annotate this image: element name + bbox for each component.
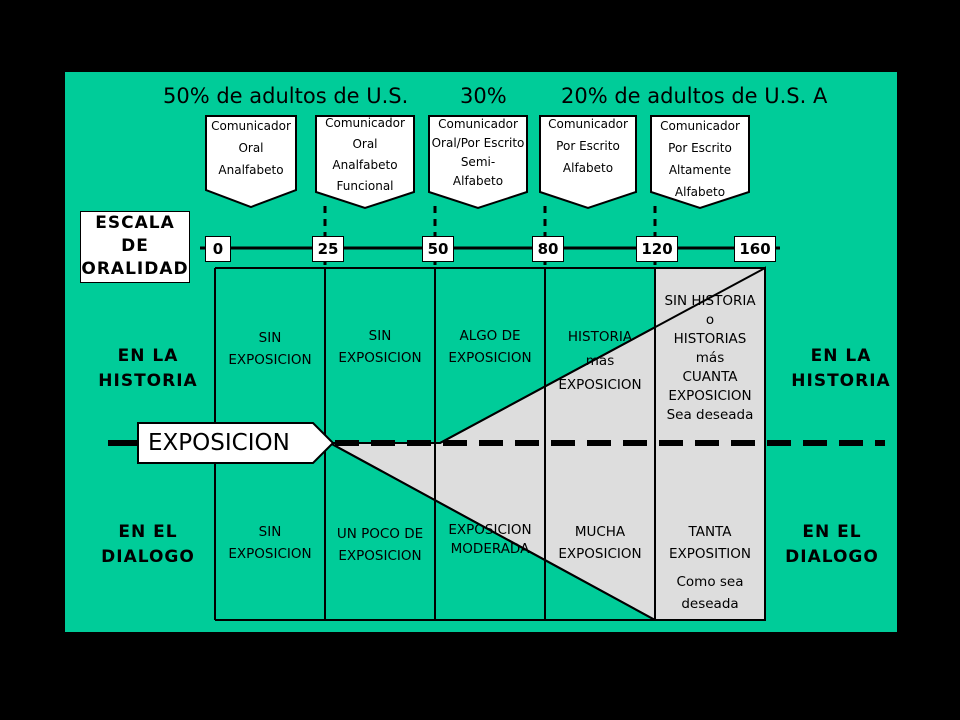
history-cell-line: ALGO DE xyxy=(459,328,521,344)
history-cell-line: SIN xyxy=(258,330,282,346)
history-label-line: EN LA xyxy=(810,346,872,366)
dialog-cell-3: EXPOSICION MODERADA xyxy=(435,521,545,559)
scale-tick-50: 50 xyxy=(422,236,454,262)
dialog-cell-4: MUCHA EXPOSICION xyxy=(545,521,655,565)
dialog-cell-line: MUCHA xyxy=(574,524,626,540)
exposure-label: EXPOSICION xyxy=(148,430,290,456)
communicator-2: Comunicador Oral Analfabeto Funcional xyxy=(315,113,415,197)
communicator-2-line: Comunicador xyxy=(325,116,405,130)
history-cell-line: HISTORIA xyxy=(567,329,633,345)
history-cell-2: SIN EXPOSICION xyxy=(325,325,435,369)
history-cell-3: ALGO DE EXPOSICION xyxy=(435,325,545,369)
history-cell-5: SIN HISTORIA o HISTORIAS más CUANTA EXPO… xyxy=(655,292,765,425)
communicator-3: Comunicador Oral/Por Escrito Semi- Alfab… xyxy=(428,115,528,191)
dialog-label-line: DIALOGO xyxy=(101,547,195,567)
dialog-cell-line: SIN xyxy=(258,524,282,540)
scale-tick-80: 80 xyxy=(532,236,564,262)
dialog-cell-line: EXPOSICION xyxy=(558,546,642,562)
history-cell-line: SIN xyxy=(368,328,392,344)
dialog-cell-2: UN POCO DE EXPOSICION xyxy=(325,523,435,567)
dialog-label-line: EN EL xyxy=(118,522,178,542)
dialog-label-right: EN EL DIALOGO xyxy=(774,520,890,570)
communicator-2-line: Analfabeto xyxy=(332,158,398,172)
scale-title-line: ESCALA xyxy=(95,213,175,233)
history-label-left: EN LA HISTORIA xyxy=(84,344,212,394)
communicator-5-line: Comunicador xyxy=(660,119,740,133)
history-cell-line: HISTORIAS xyxy=(673,331,747,347)
history-cell-line: SIN HISTORIA xyxy=(664,293,756,309)
dialog-cell-line: Como sea xyxy=(676,574,744,590)
history-cell-line: CUANTA xyxy=(682,369,738,385)
dialog-cell-5: TANTA EXPOSITION Como sea deseada xyxy=(655,521,765,615)
history-label-line: HISTORIA xyxy=(791,371,891,391)
communicator-4-line: Por Escrito xyxy=(556,139,620,153)
header-right: 20% de adultos de U.S. A xyxy=(561,84,828,108)
history-cell-line: EXPOSICION xyxy=(228,352,312,368)
dialog-cell-line: EXPOSICION xyxy=(228,546,312,562)
scale-title-line: DE xyxy=(121,236,149,256)
history-cell-4: HISTORIA más EXPOSICION xyxy=(545,325,655,397)
communicator-3-line: Comunicador xyxy=(438,117,518,131)
dialog-cell-line: EXPOSICION xyxy=(448,522,532,538)
history-cell-line: EXPOSICION xyxy=(668,388,752,404)
pentagon-3 xyxy=(428,115,528,210)
header-middle: 30% xyxy=(460,84,507,108)
history-cell-line: o xyxy=(705,312,715,328)
communicator-4-line: Alfabeto xyxy=(562,161,614,175)
communicator-3-line: Alfabeto xyxy=(452,174,504,188)
dialog-cell-line: UN POCO DE xyxy=(336,526,424,542)
dialog-label-line: DIALOGO xyxy=(785,547,879,567)
communicator-4: Comunicador Por Escrito Alfabeto xyxy=(538,113,638,179)
history-label-line: HISTORIA xyxy=(98,371,198,391)
scale-tick-120: 120 xyxy=(636,236,678,262)
scale-tick-160: 160 xyxy=(734,236,776,262)
history-cell-line: Sea deseada xyxy=(666,407,754,423)
history-cell-1: SIN EXPOSICION xyxy=(215,327,325,371)
communicator-4-line: Comunicador xyxy=(548,117,628,131)
history-cell-line: EXPOSICION xyxy=(338,350,422,366)
exposure-arrow-box xyxy=(137,422,335,464)
wedge-outline xyxy=(329,266,766,621)
dialog-cell-line: deseada xyxy=(681,596,739,612)
dialog-cell-1: SIN EXPOSICION xyxy=(215,521,325,565)
pentagon-5 xyxy=(650,115,750,210)
communicator-1-line: Analfabeto xyxy=(218,163,284,177)
communicator-2-line: Funcional xyxy=(336,179,394,193)
header-left: 50% de adultos de U.S. xyxy=(163,84,409,108)
communicator-5-line: Alfabeto xyxy=(674,185,726,199)
pentagon-4 xyxy=(539,115,637,210)
scale-title-line: ORALIDAD xyxy=(81,259,189,279)
pentagon-2 xyxy=(315,115,415,210)
scale-tick-0: 0 xyxy=(205,236,231,262)
history-cell-line: EXPOSICION xyxy=(558,377,642,393)
orality-scale-title: ESCALA DE ORALIDAD xyxy=(80,211,190,283)
communicator-1-line: Oral xyxy=(238,141,264,155)
pentagon-1 xyxy=(205,115,297,209)
communicator-5: Comunicador Por Escrito Altamente Alfabe… xyxy=(650,115,750,203)
dialog-cell-line: EXPOSITION xyxy=(668,546,752,562)
dialog-cell-line: TANTA xyxy=(688,524,732,540)
communicator-5-line: Altamente xyxy=(668,163,732,177)
history-cell-line: más xyxy=(585,353,615,369)
history-cell-line: más xyxy=(695,350,725,366)
communicator-1-line: Comunicador xyxy=(211,119,291,133)
communicator-3-line: Oral/Por Escrito xyxy=(431,136,525,150)
dialog-cell-line: MODERADA xyxy=(450,541,530,557)
communicator-2-line: Oral xyxy=(352,137,378,151)
dialog-label-line: EN EL xyxy=(802,522,862,542)
scale-tick-25: 25 xyxy=(312,236,344,262)
history-label-line: EN LA xyxy=(117,346,179,366)
communicator-1: Comunicador Oral Analfabeto xyxy=(201,115,301,181)
history-label-right: EN LA HISTORIA xyxy=(786,344,896,394)
history-cell-line: EXPOSICION xyxy=(448,350,532,366)
dialog-cell-line: EXPOSICION xyxy=(338,548,422,564)
communicator-5-line: Por Escrito xyxy=(668,141,732,155)
communicator-3-line: Semi- xyxy=(460,155,496,169)
dialog-label-left: EN EL DIALOGO xyxy=(90,520,206,570)
